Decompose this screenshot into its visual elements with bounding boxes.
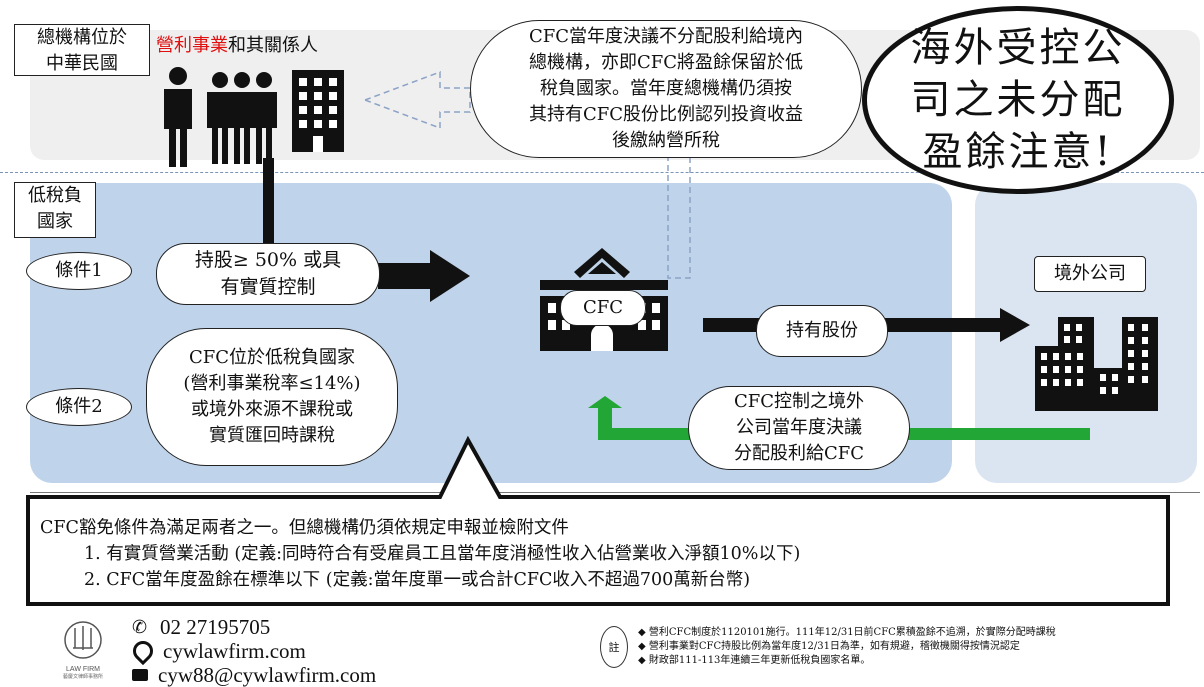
- condition2-line: CFC位於低稅負國家: [188, 347, 356, 368]
- title-line1: 海外受控公: [910, 25, 1126, 71]
- condition2-label: 條件2: [55, 396, 103, 417]
- band-divider: [0, 172, 1204, 173]
- retained-earnings-bubble: CFC當年度決議不分配股利給境內 總機構，亦即CFC將盈餘保留於低 稅負國家。當…: [470, 20, 862, 158]
- website-row[interactable]: cywlawfirm.com: [128, 636, 376, 666]
- condition1-box: 持股≥ 50% 或具 有實質控制: [156, 243, 380, 305]
- condition2-badge: 條件2: [26, 388, 132, 426]
- logo-text: LAW FIRM: [66, 666, 100, 673]
- low-tax-label-line2: 國家: [37, 211, 73, 232]
- title-line3: 盈餘注意!: [922, 129, 1114, 175]
- dividend-line: CFC控制之境外: [733, 391, 865, 412]
- bubble-connector: [667, 155, 691, 279]
- phone-number: 02 27195705: [160, 615, 271, 639]
- cfc-label-text: CFC: [582, 297, 624, 318]
- callout-item: 1. 有實質營業活動 (定義:同時符合有受雇員工且當年度消極性收入佔營業收入淨額…: [84, 544, 801, 564]
- email-row[interactable]: cyw88@cywlawfirm.com: [132, 663, 376, 687]
- low-tax-label: 低稅負 國家: [14, 182, 96, 238]
- website-link[interactable]: cywlawfirm.com: [163, 639, 306, 663]
- hold-shares-box: 持有股份: [756, 305, 888, 357]
- domestic-label: 總機構位於 中華民國: [14, 24, 150, 76]
- logo-mark-icon: [64, 621, 102, 659]
- phone-icon: ✆: [132, 617, 148, 637]
- bubble-line: 總機構，亦即CFC將盈餘保留於低: [528, 52, 804, 73]
- condition2-line: 或境外來源不課稅或: [191, 399, 353, 420]
- logo-subtext: 藝慶文律師事務所: [62, 674, 103, 680]
- domestic-label-line2: 中華民國: [46, 53, 118, 74]
- bubble-line: 後繳納營所稅: [612, 130, 720, 151]
- email-link[interactable]: cyw88@cywlawfirm.com: [158, 663, 377, 687]
- section-rule: [30, 492, 1200, 493]
- notes-badge-text: 註: [608, 641, 620, 654]
- condition1-label: 條件1: [55, 260, 103, 281]
- hq-building-icon: [292, 70, 344, 152]
- foreign-company-text: 境外公司: [1054, 263, 1126, 284]
- condition1-badge: 條件1: [26, 252, 132, 290]
- condition1-text1: 持股≥ 50% 或具: [194, 249, 342, 271]
- condition2-box: CFC位於低稅負國家 (營利事業稅率≤14%) 或境外來源不課稅或 實質匯回時課…: [146, 328, 398, 466]
- domestic-label-line1: 總機構位於: [37, 27, 127, 48]
- condition2-line: 實質匯回時課稅: [209, 425, 335, 446]
- exemption-callout-box: [26, 435, 1170, 606]
- condition2-line: (營利事業稅率≤14%): [183, 373, 361, 394]
- vertical-connector: [263, 158, 274, 248]
- callout-item: 2. CFC當年度盈餘在標準以下 (定義:當年度單一或合計CFC收入不超過700…: [84, 570, 751, 590]
- dividend-line: 公司當年度決議: [736, 417, 862, 438]
- hold-shares-text: 持有股份: [786, 320, 858, 341]
- bubble-line: CFC當年度決議不分配股利給境內: [528, 26, 804, 47]
- bubble-line: 稅負國家。當年度總機構仍須按: [540, 78, 792, 99]
- notes-badge: 註: [600, 626, 628, 668]
- entity-rest-text: 和其關係人: [228, 35, 318, 56]
- note-item: ◆ 財政部111-113年連續三年更新低稅負國家名單。: [638, 655, 871, 666]
- foreign-company-label: 境外公司: [1034, 256, 1146, 292]
- hollow-arrow-left: [362, 70, 471, 130]
- entity-red-text: 營利事業: [156, 35, 228, 56]
- contact-block: ✆ 02 27195705 cywlawfirm.com cyw88@cywla…: [128, 615, 376, 687]
- arrow-to-cfc: [378, 250, 470, 302]
- phone-row: ✆ 02 27195705: [132, 615, 376, 639]
- dividend-line: 分配股利給CFC: [733, 443, 865, 464]
- note-item: ◆ 營利事業對CFC持股比例為當年度12/31日為準，如有規避，稽徵機關得按情況…: [638, 641, 1020, 652]
- location-pin-icon: [128, 636, 158, 666]
- dividend-bubble: CFC控制之境外 公司當年度決議 分配股利給CFC: [688, 386, 910, 470]
- note-item: ◆ 營利CFC制度於1120101施行。111年12/31日前CFC累積盈餘不追…: [638, 627, 1056, 638]
- condition1-text2: 有實質控制: [220, 276, 316, 298]
- foreign-company-icon: [1035, 317, 1158, 411]
- title-line2: 司之未分配: [910, 77, 1126, 123]
- exemption-callout-text: CFC豁免條件為滿足兩者之一。但總機構仍須依規定申報並檢附文件 1. 有實質營業…: [40, 515, 800, 593]
- firm-logo: LAW FIRM 藝慶文律師事務所: [50, 618, 116, 680]
- mailbox-icon: [132, 669, 148, 681]
- notes-list: ◆ 營利CFC制度於1120101施行。111年12/31日前CFC累積盈餘不追…: [638, 626, 1056, 668]
- low-tax-label-line1: 低稅負: [28, 185, 82, 206]
- cfc-label: CFC: [560, 290, 646, 326]
- domestic-entity-label: 營利事業和其關係人: [156, 33, 318, 59]
- bubble-line: 其持有CFC股份比例認列投資收益: [528, 104, 804, 125]
- callout-heading: CFC豁免條件為滿足兩者之一。但總機構仍須依規定申報並檢附文件: [40, 518, 569, 538]
- people-icon: [164, 67, 277, 167]
- page-title: 海外受控公 司之未分配 盈餘注意!: [862, 6, 1174, 194]
